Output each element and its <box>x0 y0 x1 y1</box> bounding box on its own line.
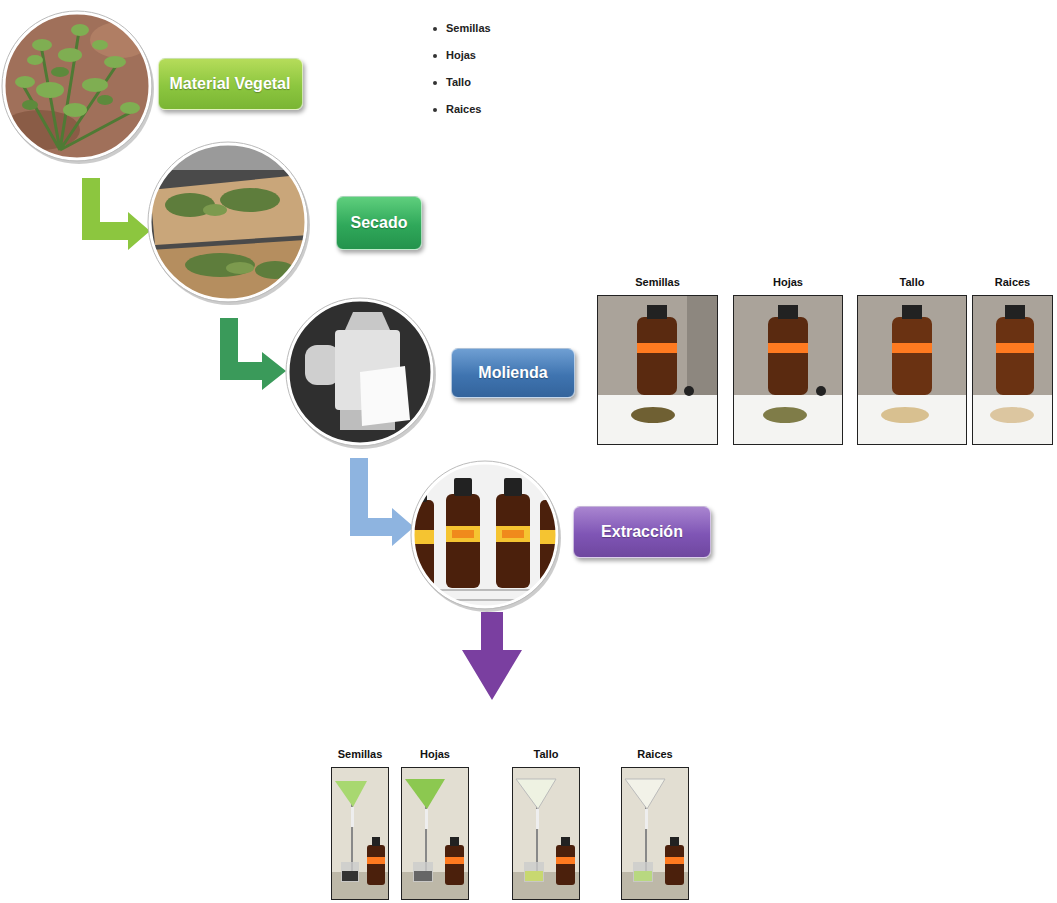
photo-heading: Raices <box>995 276 1030 288</box>
filtration-photo <box>401 767 469 900</box>
filtration-photo <box>331 767 389 900</box>
step-label: Extracción <box>601 523 683 541</box>
photo-heading: Tallo <box>900 276 925 288</box>
photo-heading: Raices <box>637 748 672 760</box>
powder-photo <box>597 295 718 445</box>
powder-photo <box>733 295 843 445</box>
step-label: Molienda <box>478 364 547 382</box>
flow-arrow <box>220 318 286 390</box>
step-label: Material Vegetal <box>170 75 291 93</box>
photo-heading: Hojas <box>773 276 803 288</box>
step-label: Secado <box>351 214 408 232</box>
process-box: Extracción <box>573 506 711 558</box>
bullet-item: Tallo <box>432 76 471 88</box>
filtration-photo <box>621 767 689 900</box>
photo-frame: Hojas <box>733 295 843 445</box>
bullet-item: Semillas <box>432 22 491 34</box>
photo-frame: Semillas <box>331 767 389 900</box>
bottles-photo <box>404 460 570 610</box>
process-box: Material Vegetal <box>158 58 303 110</box>
plant-photo <box>0 10 160 170</box>
process-box: Molienda <box>451 348 575 398</box>
powder-photo <box>972 295 1053 445</box>
grinder-photo <box>285 295 435 450</box>
powder-photo <box>857 295 967 445</box>
bullet-item: Raices <box>432 103 481 115</box>
process-box: Secado <box>336 196 422 250</box>
photo-heading: Semillas <box>338 748 383 760</box>
drying-photo <box>145 140 315 310</box>
photo-heading: Semillas <box>635 276 680 288</box>
flow-arrow <box>350 458 414 546</box>
filtration-photo <box>512 767 580 900</box>
photo-frame: Hojas <box>401 767 469 900</box>
bullet-item: Hojas <box>432 49 476 61</box>
photo-heading: Tallo <box>534 748 559 760</box>
photo-frame: Raices <box>621 767 689 900</box>
photo-frame: Raices <box>972 295 1053 445</box>
flow-arrow <box>82 178 150 250</box>
photo-frame: Tallo <box>857 295 967 445</box>
photo-heading: Hojas <box>420 748 450 760</box>
flow-arrow <box>462 612 522 700</box>
photo-frame: Semillas <box>597 295 718 445</box>
photo-frame: Tallo <box>512 767 580 900</box>
